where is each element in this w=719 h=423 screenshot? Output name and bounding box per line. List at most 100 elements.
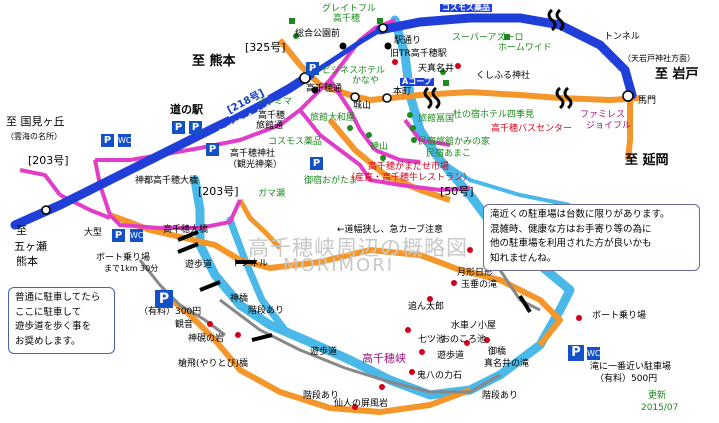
toilet-icon: WC (118, 134, 132, 147)
parking-icon: P (310, 157, 323, 170)
place-ichiba-2: （産直・高千穂牛レストラン） (346, 173, 473, 183)
place-boat-right: ボート乗り場 (592, 311, 647, 321)
highway-bypass (10, 70, 315, 230)
place-sogo-park: 総合公園前 (295, 29, 341, 39)
dir-gokase-2: 五ヶ瀬 (14, 240, 47, 253)
highway-link (308, 27, 382, 78)
place-a-coop: Aコープ (400, 77, 434, 87)
road-nobeoka (625, 100, 633, 161)
route-325: [325号] (245, 41, 286, 54)
place-tamadare: 玉垂の滝 (461, 280, 498, 290)
parking-icon: P (172, 121, 185, 134)
place-onikotaro: 追ん太郎 (408, 302, 445, 312)
place-michinoeki: 道の駅 (170, 103, 203, 116)
toilet-icon: WC (587, 347, 601, 360)
dir-gokase-3: 熊本 (16, 255, 38, 268)
place-yarabutsu: 槍飛(やりとび)橋 (178, 359, 249, 369)
dir-iwato: 至 岩戸 (655, 67, 699, 82)
parking-icon: P (155, 290, 173, 308)
place-great-hill-2: 高千穂 (333, 14, 361, 24)
place-takachiho-bridge: 高千穂大橋 (163, 225, 209, 235)
place-mamayado: 馬門 (638, 96, 657, 106)
place-kamihashi: 神橋 (230, 294, 249, 304)
place-amanoiwai: 天真名井 (418, 64, 455, 74)
place-kushifuru: くしふる神社 (476, 71, 531, 81)
place-kaminoyado: 杜の宿ホテル四季見 (453, 110, 535, 120)
place-jinja: 神山 (370, 142, 389, 152)
place-famires-1: ファミレス (580, 110, 626, 120)
place-tunnel-top: トンネル (604, 32, 640, 42)
route-50: [50号] (440, 185, 474, 198)
place-takachiho-dori-a: 高千穂通 (306, 84, 343, 94)
route-203-mid: [203号] (198, 185, 239, 198)
place-boat-1: ボート乗り場 (96, 253, 151, 263)
place-onogoro: おのころ池 (441, 335, 487, 345)
place-anemone: 民宿あまこ (426, 149, 472, 159)
bridge-marks (177, 230, 532, 342)
pink-road-west (19, 159, 242, 230)
place-ryokan-yamato: 旅館大和屋 (310, 113, 356, 123)
note-right-line-3: 他の駐車場を利用された方が良いかも (490, 238, 652, 250)
place-famires-2: ジョイフル (586, 121, 632, 131)
place-boat-2: まで1km 30分 (104, 264, 159, 273)
pink-road-south (298, 108, 471, 193)
place-sightseeing-road-c: 遊歩道 (437, 351, 465, 361)
place-shiroyama: 城山 (353, 101, 372, 111)
place-ichiba-1: 高千穂がまだせ市場 (368, 162, 450, 172)
landmark-dots (207, 33, 582, 410)
kaminashi-river (226, 216, 289, 334)
note-left-line-3: 遊歩道を歩く事を (15, 321, 92, 333)
place-kagura-1: 高千穂神社 (230, 149, 276, 159)
info-note-right: 滝近くの駐車場は台数に限りがあります。 混雑時、健康な方はお手寄り等の為に 他の… (483, 204, 700, 271)
place-senninbyobu: 仙人の屏風岩 (334, 399, 389, 409)
place-getsubo: 月形日形 (457, 268, 494, 278)
updated-label: 更新 (648, 391, 667, 401)
place-manai-falls-2: 真名井の滝 (484, 359, 530, 369)
note-right-line-2: 混雑時、健康な方はお手寄り等の為に (490, 223, 652, 235)
note-right-line-4: 知れませんね。 (490, 253, 557, 265)
parking-icon: P (112, 229, 125, 242)
place-old-station: 旧TR高千穂駅 (390, 49, 447, 59)
watermark-brand: MORIMORI (283, 255, 395, 276)
dir-nobeoka: 至 延岡 (625, 153, 669, 168)
note-left-line-1: 普通に駐車してたら (15, 292, 101, 303)
place-biz-hotel-1: ビジネスホテル (322, 66, 386, 76)
place-cosmos-top: コスモス薬品 (440, 3, 492, 13)
watermark-title: 高千穂峡周辺の概略図 (248, 236, 468, 260)
dir-kunimigaoka: 至 国見ヶ丘 (6, 115, 65, 128)
dir-iwato-shrine: （天岩戸神社方面） (623, 54, 695, 63)
parking-icon: P (189, 121, 202, 134)
dir-gokase-1: 至 (16, 224, 27, 237)
place-ekimae: 駅通り (394, 36, 422, 46)
place-stairs-b: 階段あり (303, 391, 340, 401)
parking-icon: P (101, 134, 114, 147)
info-note-left: 普通に駐車してたら ここに駐車して 遊歩道を歩く事を お奨めします。 (8, 287, 115, 354)
place-traffic-note: ←道幅狭し、急カーブ注意 (337, 225, 444, 235)
place-oni-rock: 鬼八の力石 (417, 371, 463, 381)
orange-mid-link (237, 198, 282, 250)
flag-markers (289, 18, 510, 86)
updated-date: 2015/07 (641, 403, 679, 413)
walkway (219, 298, 501, 394)
toilet-icon: WC (130, 229, 144, 242)
place-suisha: 水車ノ小屋 (451, 321, 497, 331)
place-stairs-a: 階段あり (248, 306, 285, 316)
place-p300: （有料）300円 (139, 307, 202, 317)
tunnel-marks (423, 8, 573, 110)
place-gamagase: ガマ瀬 (258, 189, 286, 199)
road-218-south (327, 118, 451, 203)
note-left-line-2: ここに駐車して (15, 306, 82, 318)
place-supermarket: スーパーアズーロ (452, 33, 524, 43)
parking-icon: P (206, 143, 219, 156)
dir-unkai: （雲海の名所） (6, 132, 62, 141)
highway-north (375, 13, 637, 100)
place-otakami: 御宿おがたま (304, 176, 358, 186)
place-manai-falls-1: 御橋 (488, 347, 507, 357)
walkway-3 (498, 269, 541, 312)
place-stairs-c: 階段あり (482, 391, 519, 401)
place-kanbe-bridge: 神都高千穂大橋 (135, 176, 199, 186)
place-homewide: ホームワイド (498, 43, 552, 53)
place-hichijyo: 七ツ池 (418, 335, 446, 345)
note-left-line-4: お奨めします。 (15, 336, 81, 348)
place-kyosokyou: 高千穂峡 (362, 352, 406, 365)
